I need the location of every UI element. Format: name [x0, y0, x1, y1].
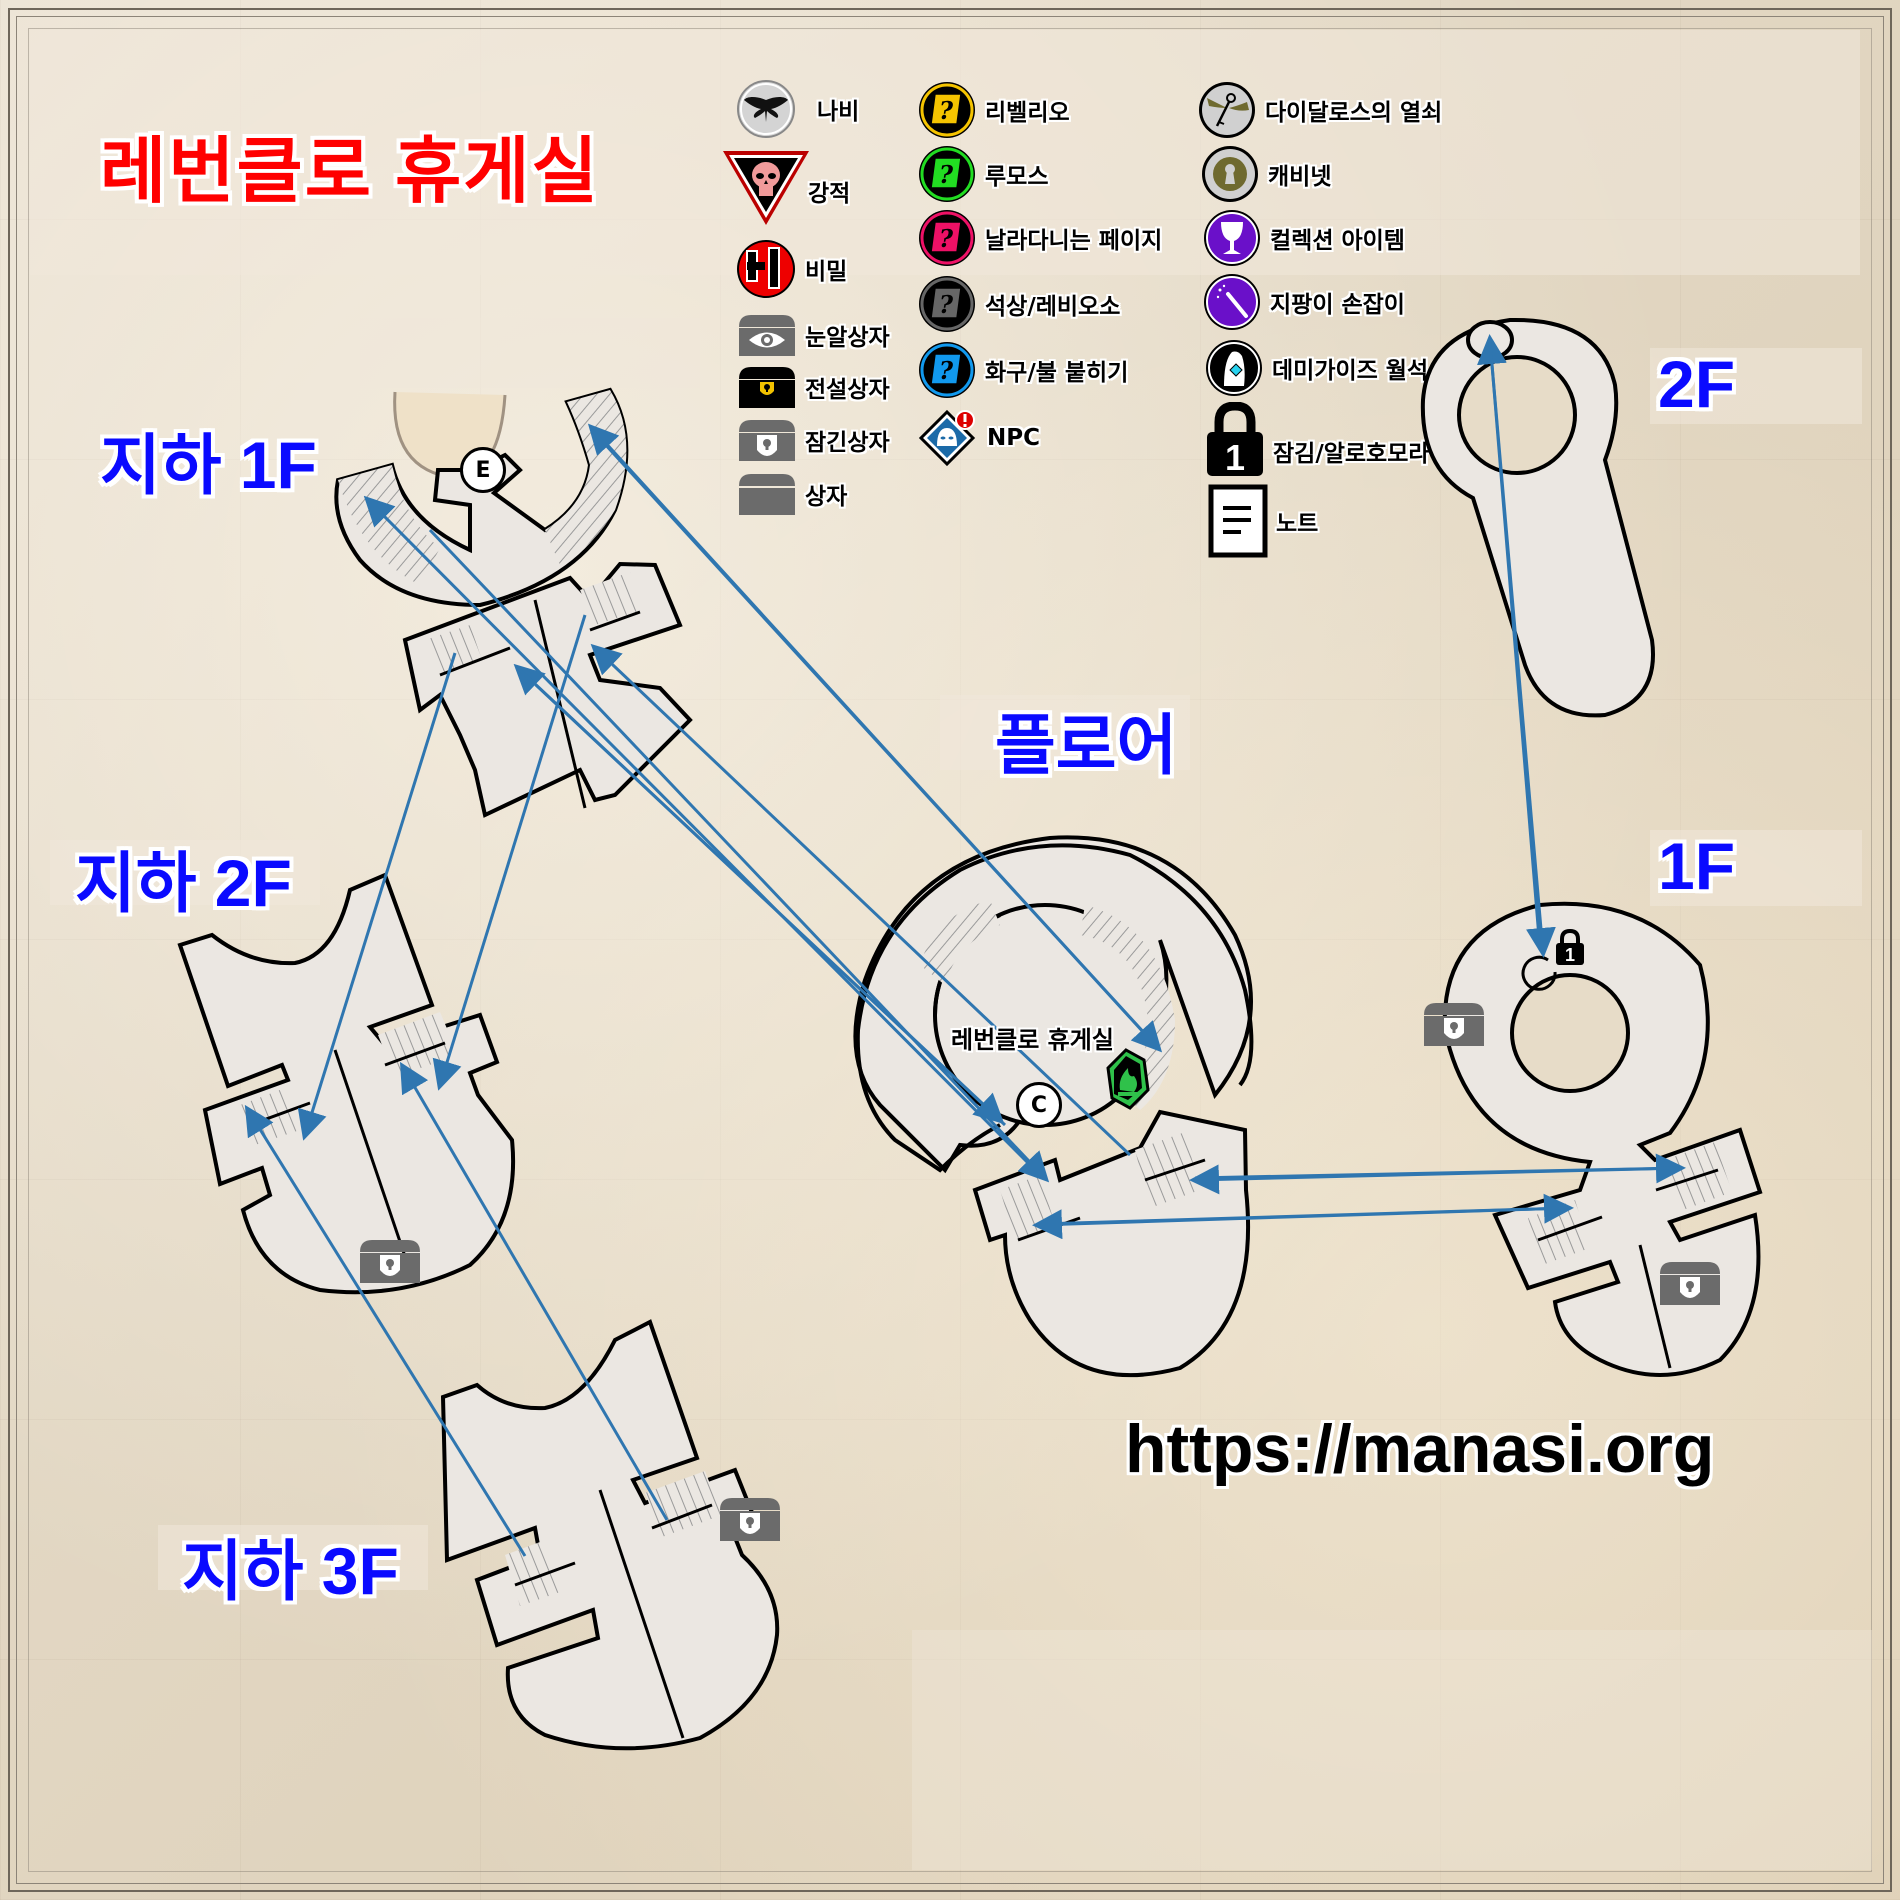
floor-1f-plan	[1442, 901, 1763, 1377]
legend-label: 나비	[817, 99, 860, 125]
floor-label-b2: 지하 2F	[75, 846, 292, 920]
legend-item-eye-chest: 눈알상자	[737, 313, 890, 357]
floor-label-floor: 플로어	[995, 708, 1178, 782]
eye-chest-icon	[739, 315, 795, 356]
legend-label: 눈알상자	[805, 325, 890, 351]
legend-label: 노트	[1276, 511, 1319, 537]
floor-b2-plan	[177, 872, 516, 1295]
legend-item-legendary-chest: 전설상자	[737, 365, 890, 409]
incendio-scroll-icon: ?	[919, 342, 975, 398]
padlock-icon: 1	[1556, 928, 1584, 965]
legend-label: 비밀	[805, 259, 848, 285]
legend-label: 잠김/알로호모라	[1273, 441, 1430, 467]
locked-chest-icon	[1660, 1262, 1720, 1305]
svg-text:1: 1	[1225, 437, 1245, 478]
label-panel-2f	[1650, 348, 1862, 424]
stair-connection-arrows	[244, 334, 1686, 1557]
legend-item-incendio: ? 화구/불 붙히기	[917, 340, 1128, 400]
locked-chest-icon	[739, 420, 795, 461]
legend-item-wand-handle: 지팡이 손잡이	[1202, 272, 1405, 332]
wand-handle-icon	[1204, 274, 1260, 330]
legend-item-demiguise: 데미가이즈 월석	[1204, 338, 1428, 398]
butterfly-icon	[737, 80, 795, 138]
label-panel-b2	[50, 840, 320, 905]
collection-goblet-icon	[1204, 210, 1260, 266]
svg-text:?: ?	[939, 160, 954, 189]
revelio-scroll-icon: ?	[919, 82, 975, 138]
floo-flame-icon	[1106, 1048, 1150, 1110]
legend-item-flying-page: ? 날라다니는 페이지	[917, 208, 1162, 268]
legend-item-collection: 컬렉션 아이템	[1202, 208, 1405, 268]
floor-b3-plan	[440, 1319, 780, 1751]
marker-c[interactable]: C	[1016, 1082, 1062, 1128]
svg-text:1: 1	[1565, 945, 1575, 965]
note-icon	[1208, 484, 1268, 558]
floor-label-2f: 2F	[1658, 347, 1736, 421]
secret-icon	[737, 240, 795, 298]
page-title: 레번클로 휴게실	[100, 132, 600, 212]
legend-item-npc: NPC	[917, 408, 1040, 468]
daedalian-key-icon	[1199, 82, 1255, 138]
svg-text:?: ?	[939, 224, 954, 253]
exit-marker-e[interactable]: E	[460, 447, 506, 493]
statue-scroll-icon: ?	[919, 276, 975, 332]
cabinet-keyhole-icon	[1202, 146, 1258, 202]
locked-chest-icon	[1424, 1003, 1484, 1046]
legend-item-padlock: 1 잠김/알로호모라	[1205, 402, 1430, 478]
legend-label: 지팡이 손잡이	[1270, 292, 1405, 318]
legend-item-statue: ? 석상/레비오소	[917, 274, 1120, 334]
legend-item-revelio: ? 리벨리오	[917, 80, 1070, 140]
legend-item-locked-chest: 잠긴상자	[737, 418, 890, 462]
locked-chest-icon	[360, 1240, 420, 1283]
legend-label: 석상/레비오소	[985, 294, 1121, 320]
legend-item-lumos: ? 루모스	[917, 144, 1048, 204]
elite-enemy-skull-icon	[723, 151, 809, 225]
floor-2f-plan	[1420, 317, 1655, 718]
legend-label: 날라다니는 페이지	[985, 228, 1163, 254]
legend-item-daedalian-key: 다이달로스의 열쇠	[1197, 80, 1442, 140]
legend-label: 상자	[805, 484, 848, 510]
floor-b1-plan	[334, 387, 693, 818]
legend-label: 강적	[808, 181, 851, 207]
room-label: 레번클로 휴게실	[951, 1026, 1114, 1054]
locked-chest-icon	[720, 1498, 780, 1541]
npc-icon	[918, 409, 976, 467]
legendary-chest-icon	[739, 367, 795, 408]
legend-label: 전설상자	[805, 377, 890, 403]
legend-item-elite-enemy: 강적	[720, 148, 850, 228]
legend-item-cabinet: 캐비넷	[1200, 144, 1331, 204]
svg-text:?: ?	[939, 96, 954, 125]
floor-label-b3: 지하 3F	[182, 1534, 399, 1608]
svg-text:?: ?	[939, 290, 954, 319]
lumos-scroll-icon: ?	[919, 146, 975, 202]
bottom-right-panel	[912, 1630, 1872, 1870]
source-url: https://manasi.org	[1125, 1411, 1715, 1487]
legend-label: 데미가이즈 월석	[1272, 358, 1429, 384]
label-panel-1f	[1650, 830, 1862, 906]
floor-label-1f: 1F	[1658, 829, 1736, 903]
legend-label: 루모스	[985, 164, 1049, 190]
padlock-alohomora-icon: 1	[1207, 402, 1263, 478]
label-panel-floor	[940, 695, 1190, 770]
legend-item-note: 노트	[1208, 484, 1318, 558]
legend-label: 리벨리오	[985, 100, 1070, 126]
legend-item-butterfly: 나비	[735, 78, 859, 140]
legend-label: 캐비넷	[1268, 164, 1332, 190]
label-panel	[360, 318, 700, 388]
demiguise-moon-icon	[1206, 340, 1262, 396]
flying-page-scroll-icon: ?	[919, 210, 975, 266]
legend-label: 화구/불 붙히기	[985, 360, 1129, 386]
legend-label: NPC	[987, 425, 1040, 451]
legend-item-chest: 상자	[737, 472, 847, 516]
floor-label-b1: 지하 1F	[100, 428, 317, 502]
legend-item-secret: 비밀	[735, 238, 847, 300]
legend-label: 다이달로스의 열쇠	[1265, 100, 1443, 126]
legend-label: 잠긴상자	[805, 430, 890, 456]
legend-label: 컬렉션 아이템	[1270, 228, 1405, 254]
label-panel-b3	[158, 1525, 428, 1590]
chest-icon	[739, 474, 795, 515]
svg-text:?: ?	[939, 356, 954, 385]
